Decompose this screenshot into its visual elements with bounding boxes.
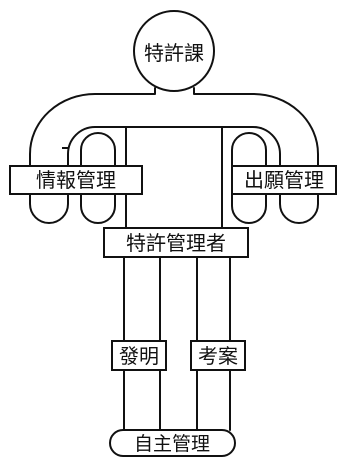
left-forearm-loop [80, 132, 116, 224]
feet-box [109, 429, 236, 457]
right-leg-label: 考案 [198, 344, 238, 368]
left-arm-label: 情報管理 [36, 168, 116, 192]
right-arm-label: 出願管理 [244, 168, 324, 192]
left-leg-label: 發明 [119, 344, 159, 368]
right-leg-box [190, 340, 246, 371]
right-arm-box [231, 165, 337, 195]
left-arm-box [9, 165, 143, 195]
right-forearm-loop [231, 132, 267, 224]
torso-label: 特許管理者 [126, 231, 226, 255]
head-label: 特許課 [144, 41, 204, 65]
shoulders-arms-outline [29, 87, 319, 224]
torso-box [103, 227, 249, 258]
left-leg-box [111, 340, 167, 371]
feet-label: 自主管理 [134, 433, 210, 455]
head-circle [133, 10, 215, 92]
